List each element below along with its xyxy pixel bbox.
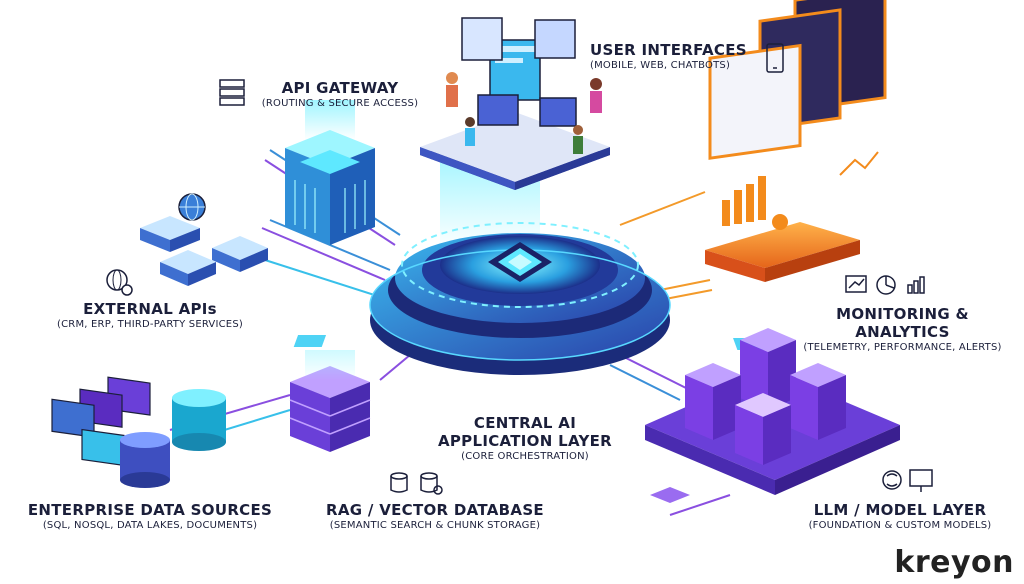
rag-db-title: RAG / VECTOR DATABASE <box>326 501 544 519</box>
rag-db-label: RAG / VECTOR DATABASE (SEMANTIC SEARCH &… <box>310 501 560 533</box>
rag-vector-stack <box>289 350 371 452</box>
enterprise-data-sources-illustration <box>51 376 226 488</box>
enterprise-data-subtitle: (SQL, NOSQL, DATA LAKES, DOCUMENTS) <box>42 520 258 531</box>
server-stack-icon <box>219 79 245 106</box>
database-cylinder <box>120 432 170 488</box>
brain-monitor-icons <box>882 469 933 492</box>
brain-chip-icon <box>650 487 690 503</box>
cpu-chip-icon <box>488 242 552 282</box>
monitoring-title: MONITORING & ANALYTICS <box>836 305 969 341</box>
central-ai-subtitle: (CORE ORCHESTRATION) <box>461 451 589 462</box>
api-gateway-label: API GATEWAY (ROUTING & SECURE ACCESS) <box>240 79 440 111</box>
analytics-icons <box>845 275 925 295</box>
monitoring-dashboards <box>705 0 887 282</box>
mobile-touch-icon <box>766 43 784 73</box>
enterprise-data-title: ENTERPRISE DATA SOURCES <box>27 501 273 519</box>
brand-logo: kreyon <box>894 545 1014 580</box>
external-apis-label: EXTERNAL APIs (CRM, ERP, THIRD-PARTY SER… <box>30 300 270 332</box>
central-ai-title-line2: APPLICATION LAYER <box>437 432 613 450</box>
api-gateway-tower <box>285 100 375 245</box>
user-interfaces-label: USER INTERFACES (MOBILE, WEB, CHATBOTS) <box>590 41 790 73</box>
user-interfaces-title: USER INTERFACES <box>590 41 747 59</box>
central-ai-title-line1: CENTRAL AI <box>473 414 577 432</box>
api-gateway-title: API GATEWAY <box>281 79 399 97</box>
llm-layer-subtitle: (FOUNDATION & CUSTOM MODELS) <box>808 520 992 531</box>
enterprise-data-label: ENTERPRISE DATA SOURCES (SQL, NOSQL, DAT… <box>20 501 280 533</box>
external-apis-illustration <box>140 193 268 286</box>
rag-db-subtitle: (SEMANTIC SEARCH & CHUNK STORAGE) <box>329 520 541 531</box>
central-ai-platform <box>293 222 766 375</box>
user-interfaces-illustration <box>420 17 610 190</box>
user-interfaces-subtitle: (MOBILE, WEB, CHATBOTS) <box>590 60 731 71</box>
llm-cluster <box>645 328 900 503</box>
monitoring-subtitle: (TELEMETRY, PERFORMANCE, ALERTS) <box>803 342 1002 353</box>
external-apis-title: EXTERNAL APIs <box>83 300 217 318</box>
llm-layer-label: LLM / MODEL LAYER (FOUNDATION & CUSTOM M… <box>790 501 1010 533</box>
external-apis-subtitle: (CRM, ERP, THIRD-PARTY SERVICES) <box>57 319 243 330</box>
database-search-icons <box>390 472 443 495</box>
globe-gear-icon <box>106 269 133 296</box>
central-ai-label: CENTRAL AI APPLICATION LAYER (CORE ORCHE… <box>410 414 640 464</box>
monitoring-label: MONITORING & ANALYTICS (TELEMETRY, PERFO… <box>790 305 1015 355</box>
api-gateway-subtitle: (ROUTING & SECURE ACCESS) <box>261 98 419 109</box>
database-cylinder <box>172 389 226 451</box>
llm-layer-title: LLM / MODEL LAYER <box>813 501 987 519</box>
